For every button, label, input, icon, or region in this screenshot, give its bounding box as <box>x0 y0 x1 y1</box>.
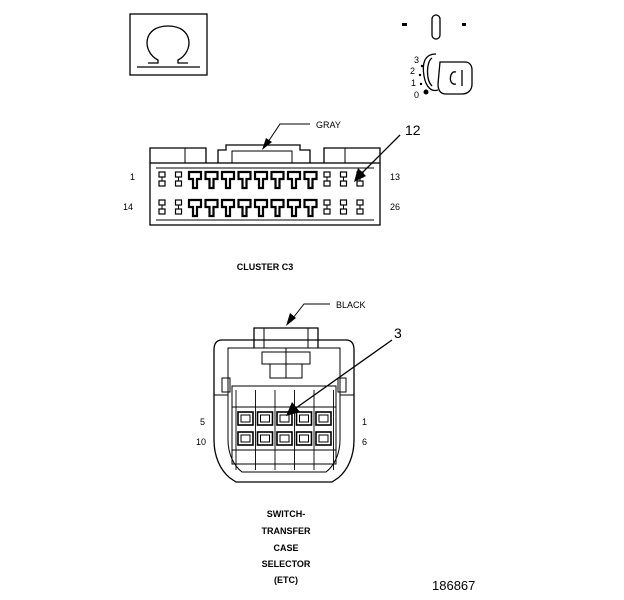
cluster-terminal <box>237 198 252 218</box>
ignition-position-2: 2 <box>410 66 415 76</box>
callout-3-leader <box>286 339 393 416</box>
cluster-terminal <box>204 170 219 190</box>
switch-title-line-3: CASE <box>273 543 298 553</box>
cluster-pin-1: 1 <box>130 172 135 182</box>
cluster-terminal <box>220 198 236 218</box>
cluster-terminal <box>174 199 183 215</box>
cluster-callout: 12 <box>405 122 421 138</box>
switch-terminal <box>315 411 332 426</box>
cluster-terminal <box>158 199 166 215</box>
cluster-pin-13: 13 <box>390 172 400 182</box>
gray-leader <box>262 123 310 150</box>
cluster-terminal <box>303 170 318 190</box>
switch-callout: 3 <box>394 325 402 341</box>
switch-connector <box>213 327 355 483</box>
switch-pin-5: 5 <box>200 417 205 427</box>
ignition-position-3: 3 <box>414 55 419 65</box>
cluster-terminal <box>339 171 348 187</box>
switch-terminal <box>256 431 274 446</box>
cluster-terminal <box>253 198 269 218</box>
switch-pin-10: 10 <box>196 437 206 447</box>
switch-terminal <box>295 431 313 446</box>
cluster-terminal <box>187 170 203 190</box>
switch-pin-6: 6 <box>362 437 367 447</box>
switch-title-line-1: SWITCH- <box>267 509 306 519</box>
cluster-pin-26: 26 <box>390 202 400 212</box>
cluster-terminal <box>356 199 364 215</box>
switch-terminal <box>256 411 274 426</box>
cluster-terminal <box>339 199 348 215</box>
cluster-terminal <box>303 198 318 218</box>
figure-number: 186867 <box>432 578 475 593</box>
switch-pin-1: 1 <box>362 417 367 427</box>
switch-terminal <box>276 431 293 446</box>
switch-terminal <box>237 431 254 446</box>
ignition-position-0: 0 <box>414 90 419 100</box>
cluster-color-label: GRAY <box>316 120 341 130</box>
switch-color-label: BLACK <box>336 300 366 310</box>
cluster-title: CLUSTER C3 <box>237 262 294 272</box>
cluster-terminal <box>187 198 203 218</box>
cluster-pin-14: 14 <box>123 202 133 212</box>
switch-title-line-2: TRANSFER <box>262 526 311 536</box>
switch-terminal-array <box>235 390 334 470</box>
switch-terminal <box>237 411 254 426</box>
ignition-position-1: 1 <box>411 78 416 88</box>
switch-terminal <box>276 411 293 426</box>
cluster-terminal <box>237 170 252 190</box>
cluster-terminal <box>323 199 331 215</box>
cluster-terminal <box>174 171 183 187</box>
cluster-terminal <box>286 198 302 218</box>
switch-title-line-5: (ETC) <box>274 575 298 585</box>
switch-terminal <box>295 411 313 426</box>
cluster-terminal <box>158 171 166 187</box>
cluster-terminal <box>270 198 285 218</box>
ignition-key-icon <box>402 14 473 95</box>
switch-terminal <box>315 431 332 446</box>
cluster-terminal <box>220 170 236 190</box>
cluster-terminal <box>286 170 302 190</box>
cluster-terminal <box>270 170 285 190</box>
black-leader <box>286 303 330 326</box>
callout-12-leader <box>354 134 401 182</box>
cluster-terminal-array <box>158 170 364 218</box>
cluster-terminal <box>323 171 331 187</box>
cluster-terminal <box>253 170 269 190</box>
omega-symbol-icon <box>129 13 208 76</box>
cluster-terminal <box>204 198 219 218</box>
switch-title-line-4: SELECTOR <box>262 559 311 569</box>
cluster-c3-connector <box>149 144 381 226</box>
